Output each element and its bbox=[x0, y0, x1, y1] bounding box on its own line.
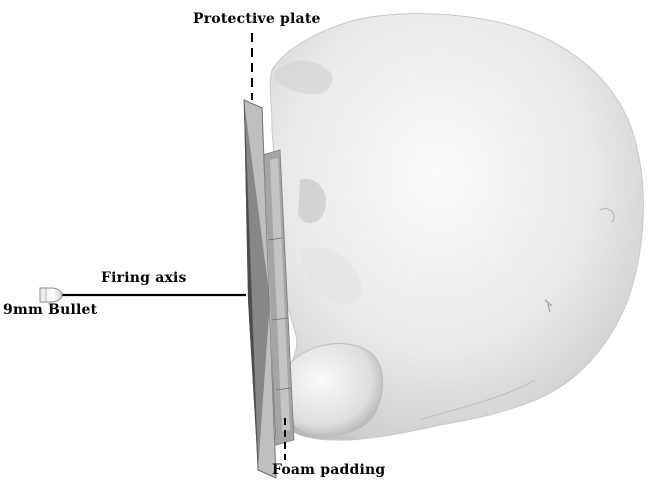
bullet-icon bbox=[40, 288, 62, 302]
bullet-label: 9mm Bullet bbox=[3, 302, 97, 318]
head-model-icon bbox=[270, 14, 643, 441]
firing-axis-label: Firing axis bbox=[101, 270, 187, 286]
protective-plate-label: Protective plate bbox=[193, 11, 321, 27]
foam-padding-label: Foam padding bbox=[272, 462, 385, 478]
